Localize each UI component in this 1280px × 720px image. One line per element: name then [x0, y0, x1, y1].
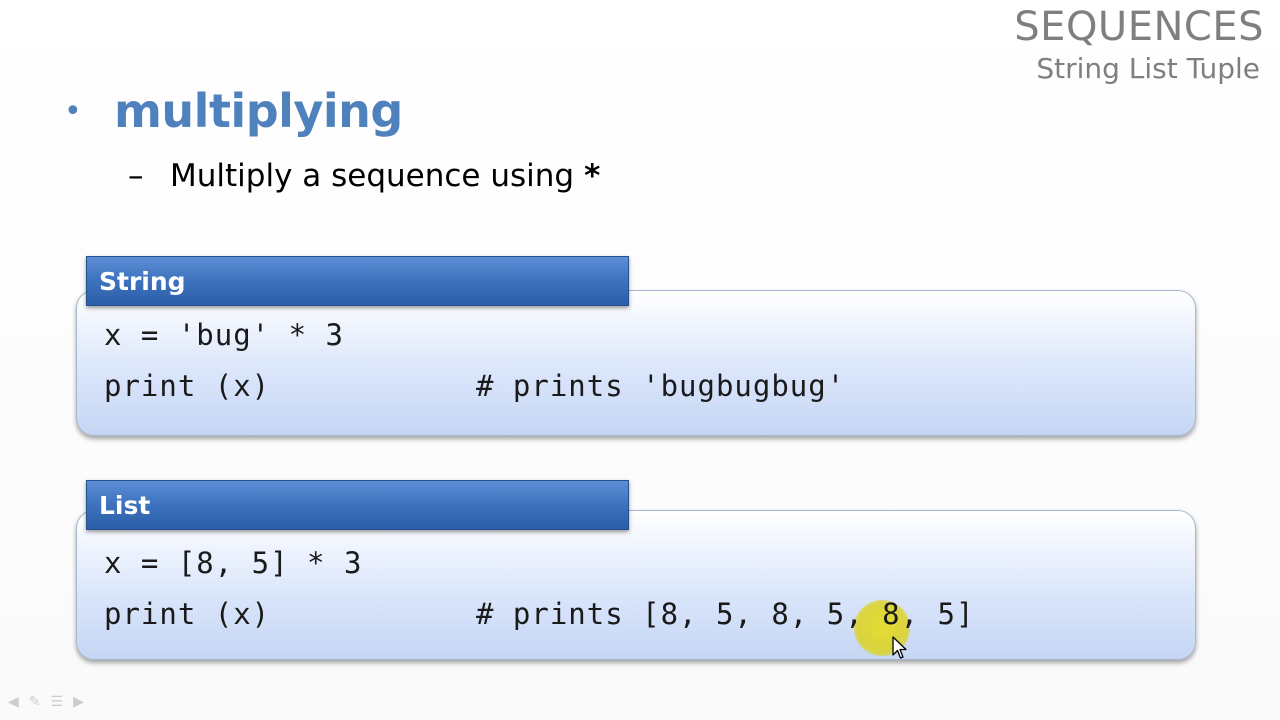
slide-nav-controls: ◀ ✎ ☰ ▶	[8, 694, 84, 710]
string-code-box	[76, 290, 1196, 436]
bullet-heading: multiplying	[114, 84, 403, 138]
string-code-comment: # prints 'bugbugbug'	[476, 369, 846, 403]
pen-icon[interactable]: ✎	[28, 694, 41, 710]
list-code-box	[76, 510, 1196, 660]
string-code-line-1: x = 'bug' * 3	[104, 318, 344, 352]
string-code-line-2: print (x)	[104, 369, 271, 403]
list-code-line-1: x = [8, 5] * 3	[104, 546, 363, 580]
sub-bullet-text: Multiply a sequence using	[170, 158, 575, 194]
list-code-comment: # prints [8, 5, 8, 5, 8, 5]	[476, 597, 975, 631]
sub-bullet: – Multiply a sequence using *	[128, 158, 600, 194]
section-subtitle: String List Tuple	[1036, 52, 1260, 85]
string-box-label: String	[86, 256, 629, 306]
section-header: SEQUENCES String List Tuple	[1014, 4, 1264, 88]
menu-icon[interactable]: ☰	[50, 694, 64, 710]
section-title: SEQUENCES	[1014, 4, 1264, 50]
mouse-pointer-icon	[892, 636, 907, 659]
sub-bullet-dash: –	[128, 158, 144, 194]
sub-bullet-operator: *	[584, 158, 601, 194]
list-code-line-2: print (x)	[104, 597, 271, 631]
list-box-label: List	[86, 480, 629, 530]
bullet-dot-icon: •	[64, 93, 82, 129]
next-slide-icon[interactable]: ▶	[73, 694, 84, 710]
main-bullet: • multiplying	[64, 84, 403, 138]
prev-slide-icon[interactable]: ◀	[8, 694, 19, 710]
